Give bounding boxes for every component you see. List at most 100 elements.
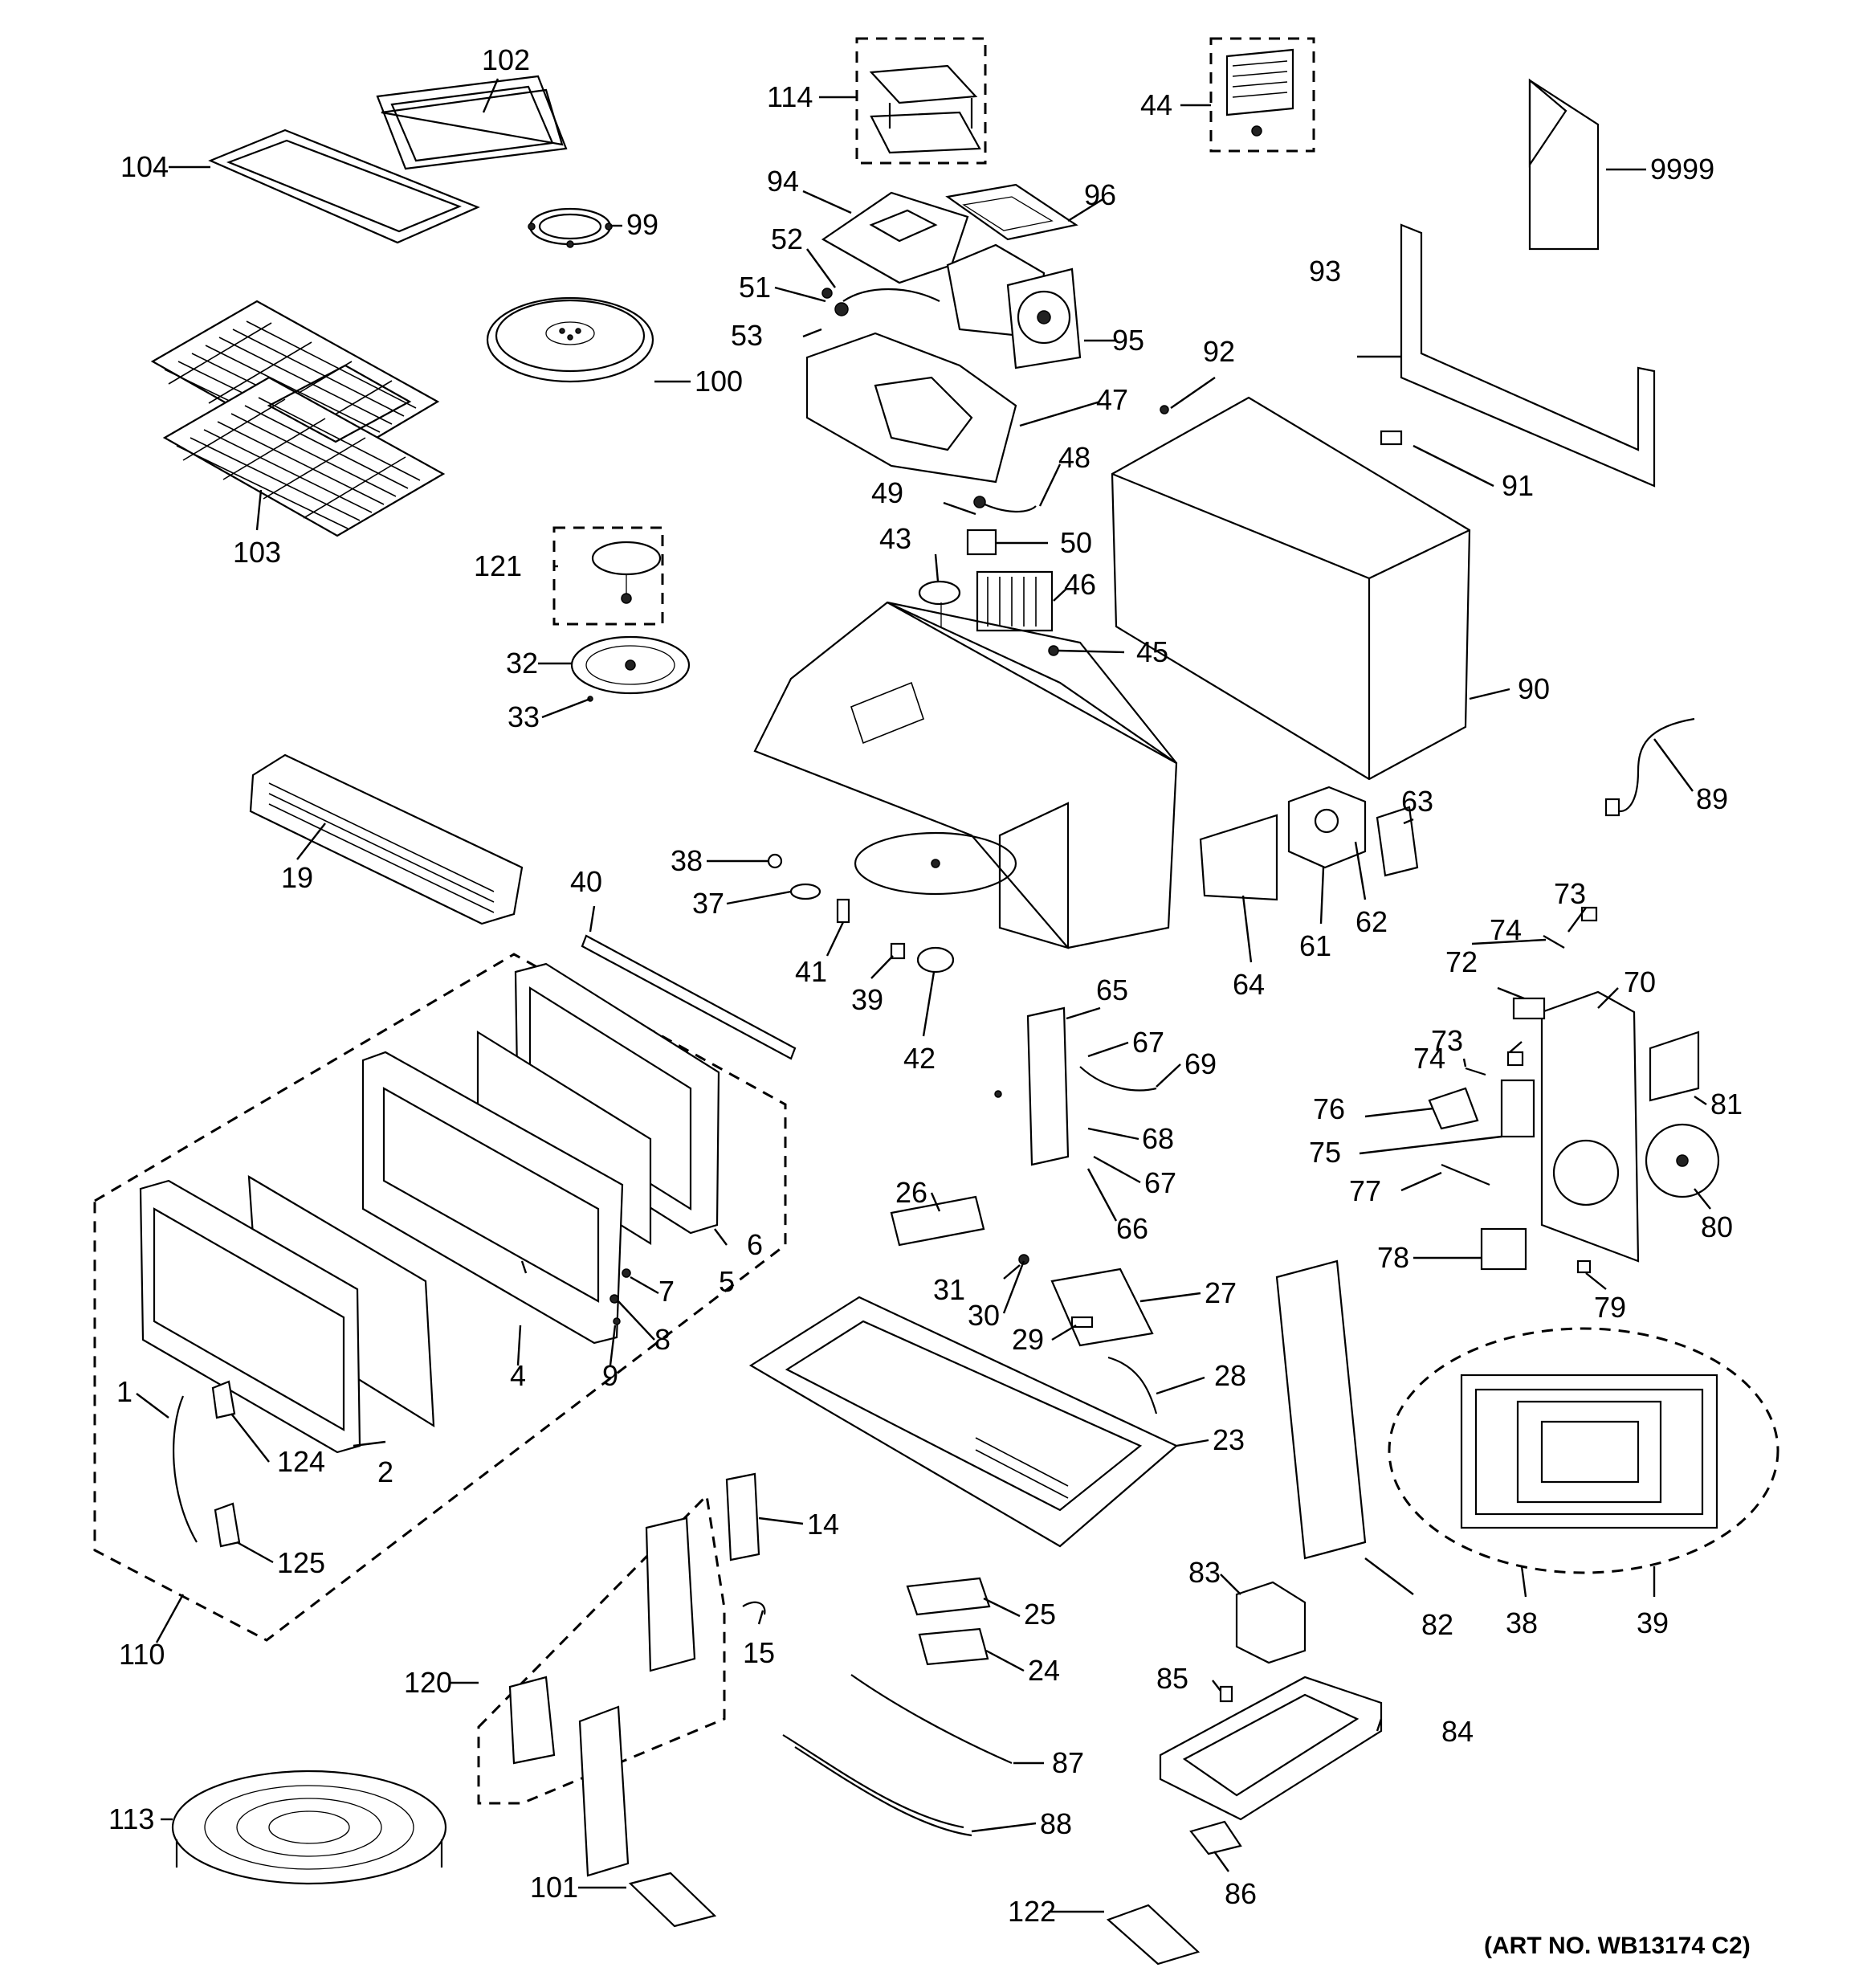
- callout-120: 120: [404, 1666, 452, 1699]
- part-86-bracket: [1189, 1820, 1242, 1855]
- callout-65: 65: [1096, 974, 1128, 1006]
- callout-70: 70: [1624, 965, 1656, 998]
- part-94-cover: [821, 191, 969, 284]
- callout-94: 94: [767, 165, 799, 198]
- callout-39-inset: 39: [1637, 1606, 1669, 1639]
- part-26-bracket: [890, 1195, 985, 1247]
- callout-77: 77: [1349, 1174, 1381, 1207]
- callout-32: 32: [506, 647, 538, 680]
- callout-42: 42: [903, 1042, 936, 1075]
- part-25-sheet: [906, 1577, 991, 1616]
- callout-125: 125: [277, 1546, 325, 1579]
- callout-52: 52: [771, 222, 803, 255]
- part-15-wire: [742, 1601, 766, 1615]
- callout-113: 113: [108, 1802, 154, 1835]
- callout-27: 27: [1205, 1276, 1237, 1309]
- callout-4: 4: [510, 1359, 526, 1392]
- callout-9999: 9999: [1650, 153, 1714, 186]
- group-outlines: [93, 37, 1779, 1805]
- part-42-motor: [916, 946, 955, 974]
- part-80-fan-blade: [1645, 1123, 1720, 1198]
- part-103-racks: [150, 300, 446, 537]
- callout-28: 28: [1214, 1359, 1246, 1392]
- callout-9: 9: [602, 1359, 618, 1392]
- group-120-control-outline: [477, 1492, 726, 1805]
- callout-51: 51: [739, 271, 771, 304]
- callout-73b: 73: [1431, 1024, 1463, 1057]
- callout-87: 87: [1052, 1746, 1084, 1779]
- callout-15: 15: [743, 1636, 775, 1669]
- callout-79: 79: [1594, 1291, 1626, 1324]
- callout-99: 99: [626, 208, 658, 241]
- part-1-handle: [173, 1395, 198, 1543]
- detail-inset-outline: [1388, 1327, 1779, 1574]
- group-110-door-outline: [93, 953, 787, 1642]
- callout-84: 84: [1441, 1715, 1474, 1748]
- part-39-switch: [890, 942, 906, 960]
- callout-47: 47: [1096, 383, 1128, 416]
- callout-78: 78: [1377, 1241, 1409, 1274]
- callout-14: 14: [807, 1508, 839, 1541]
- callout-93: 93: [1309, 255, 1341, 288]
- part-102-filter: [376, 75, 568, 170]
- callout-96: 96: [1084, 178, 1116, 211]
- callout-90: 90: [1518, 672, 1550, 705]
- part-124-hinge: [211, 1380, 236, 1419]
- callout-19: 19: [281, 861, 313, 894]
- callout-40: 40: [570, 865, 602, 898]
- callout-38-inset: 38: [1506, 1606, 1538, 1639]
- part-19-vent-grille: [249, 753, 524, 925]
- part-79-thermistor: [1576, 1259, 1592, 1274]
- part-92-screw: [1160, 405, 1169, 414]
- callout-102: 102: [482, 43, 530, 76]
- part-28-harness: [1107, 1356, 1158, 1414]
- callout-26: 26: [895, 1176, 927, 1209]
- callout-72: 72: [1445, 945, 1478, 978]
- part-113-rack: [171, 1770, 447, 1885]
- part-121-stirrer: [591, 541, 662, 604]
- part-29-fuse: [1070, 1316, 1094, 1329]
- part-77-fuse: [1441, 1163, 1490, 1186]
- part-101-literature: [628, 1872, 717, 1928]
- callout-91: 91: [1502, 469, 1534, 502]
- callout-69: 69: [1184, 1047, 1217, 1080]
- callout-81: 81: [1710, 1088, 1743, 1121]
- part-91-bracket: [1380, 430, 1403, 446]
- part-82-panel: [1275, 1259, 1367, 1560]
- group-44-box: [1209, 37, 1315, 153]
- callout-44: 44: [1140, 88, 1172, 121]
- part-45-screw: [1048, 645, 1059, 656]
- part-100-turntable: [486, 296, 654, 383]
- callout-43: 43: [879, 522, 911, 555]
- part-90-outer-case: [1111, 396, 1471, 781]
- callout-61: 61: [1299, 929, 1331, 962]
- callout-103: 103: [233, 536, 281, 569]
- callout-8: 8: [654, 1323, 671, 1356]
- detail-inset-frame: [1460, 1374, 1718, 1529]
- callout-85: 85: [1156, 1662, 1188, 1695]
- part-27-heater: [1050, 1268, 1154, 1347]
- parts-7-8-9-latch: [609, 1268, 631, 1325]
- part-14-board: [725, 1472, 760, 1561]
- part-24-lamp-cover: [918, 1627, 989, 1666]
- callout-2: 2: [377, 1455, 393, 1488]
- group-114-box: [855, 37, 987, 165]
- part-75-capacitor: [1500, 1079, 1535, 1138]
- part-64-waveguide: [1199, 814, 1278, 901]
- callout-5: 5: [719, 1265, 735, 1298]
- callout-46: 46: [1064, 568, 1096, 601]
- part-65-latch-board: [994, 1006, 1070, 1166]
- callout-122: 122: [1008, 1895, 1056, 1928]
- part-120-control-panel: [508, 1517, 696, 1877]
- part-122-literature: [1106, 1904, 1201, 1966]
- part-4-door-panel: [361, 1051, 624, 1345]
- part-32-stirrer-fan: [570, 635, 691, 702]
- callout-48: 48: [1058, 441, 1090, 474]
- part-81-bracket: [1649, 1031, 1700, 1102]
- callout-1: 1: [116, 1375, 132, 1408]
- part-44-grille: [1225, 48, 1294, 137]
- callout-labels: 102 104 99 100 103 114 44 9999 94 96 52 …: [108, 43, 1743, 1928]
- callout-68: 68: [1142, 1122, 1174, 1155]
- part-99-roller-ring: [528, 207, 613, 248]
- callout-6: 6: [747, 1228, 763, 1261]
